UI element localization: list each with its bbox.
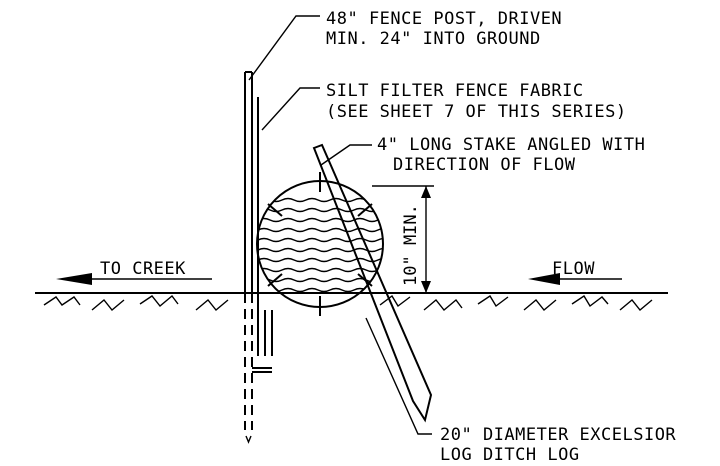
angled-stake (312, 143, 433, 423)
leader-lines (248, 15, 432, 435)
to-creek-label: TO CREEK (100, 259, 186, 279)
stake-label-line1: 4" LONG STAKE ANGLED WITH (377, 135, 645, 155)
fabric-label-line2: (SEE SHEET 7 OF THIS SERIES) (326, 102, 627, 122)
flow-arrow (528, 273, 622, 285)
dimension-10in (372, 185, 434, 294)
fabric-label-line1: SILT FILTER FENCE FABRIC (326, 81, 584, 101)
excelsior-log (256, 172, 384, 316)
to-creek-arrow (56, 273, 212, 285)
fence-post-label-line1: 48" FENCE POST, DRIVEN (326, 9, 562, 29)
fence-post (244, 71, 253, 444)
flow-label: FLOW (552, 259, 595, 279)
fence-post-label-line2: MIN. 24" INTO GROUND (326, 29, 541, 49)
dimension-label: 10" MIN. (401, 204, 421, 286)
silt-fence-fabric (252, 97, 273, 373)
ground-hatching (43, 294, 653, 311)
log-label-line1: 20" DIAMETER EXCELSIOR (440, 425, 676, 445)
stake-label-line2: DIRECTION OF FLOW (393, 155, 576, 175)
log-label-line2: LOG DITCH LOG (440, 445, 580, 465)
